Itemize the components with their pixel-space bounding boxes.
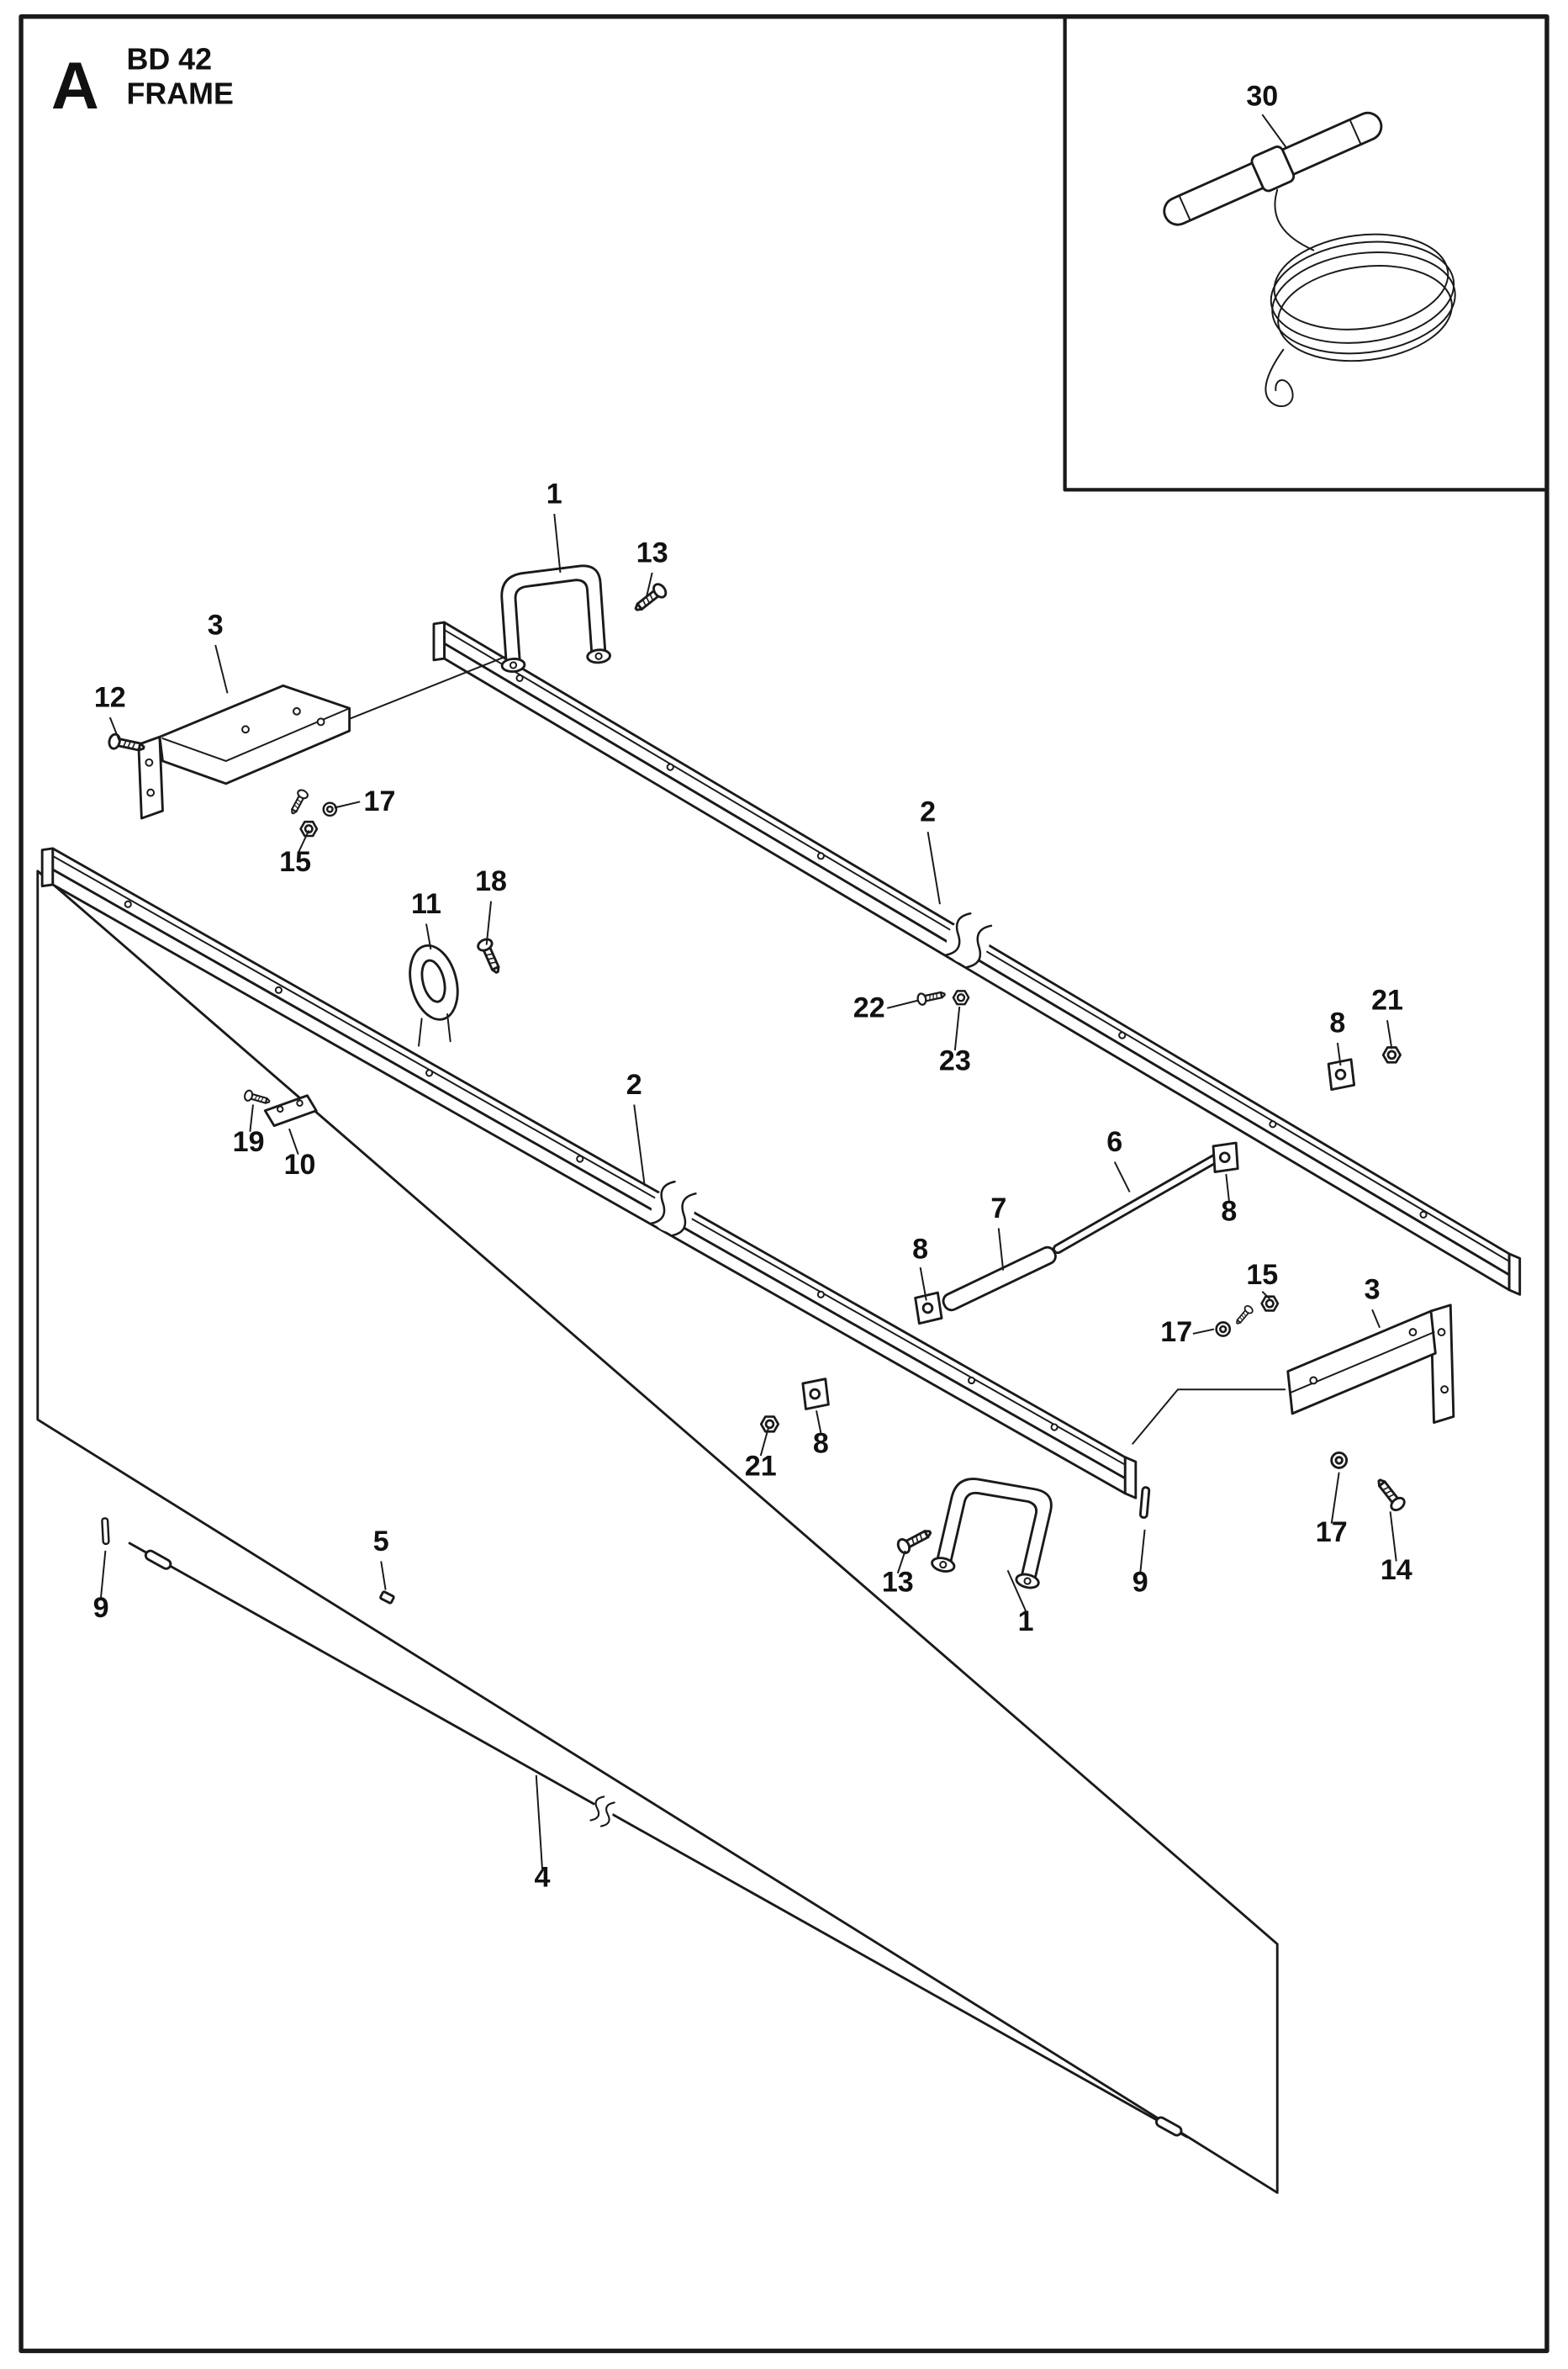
screw-22 (916, 987, 948, 1007)
callout-19: 19 (233, 1126, 265, 1158)
callout-23: 23 (939, 1044, 971, 1076)
tension-cable (128, 1541, 1189, 2139)
handle-bracket-bottom (929, 1468, 1061, 1594)
callout-2-lower: 2 (626, 1069, 642, 1101)
nut-23 (952, 990, 970, 1006)
callout-4: 4 (534, 1862, 550, 1894)
callout-15-left: 15 (279, 846, 311, 878)
callout-6: 6 (1106, 1126, 1122, 1158)
callout-17-right: 17 (1160, 1316, 1192, 1348)
plate-8-mid-left (914, 1291, 943, 1325)
callout-1-bottom: 1 (1018, 1605, 1034, 1637)
model-code: BD 42 (126, 42, 212, 76)
callout-30: 30 (1246, 80, 1278, 112)
mounting-bracket-right (1286, 1303, 1455, 1425)
cable-end-right (1154, 2114, 1185, 2139)
callout-3-left: 3 (208, 609, 224, 641)
screw-right-cluster (1233, 1303, 1255, 1327)
callout-21-lower: 21 (745, 1450, 777, 1482)
callout-7: 7 (990, 1192, 1006, 1224)
nut-15-left (299, 820, 319, 838)
callout-10: 10 (284, 1149, 316, 1181)
callout-9-right: 9 (1132, 1566, 1148, 1598)
page-border (18, 14, 1550, 2354)
inset-box (1063, 14, 1550, 492)
callout-8-mid-left: 8 (912, 1233, 928, 1265)
washer-17-bottom (1330, 1452, 1349, 1469)
plate-8-upper-right (1327, 1058, 1356, 1092)
screw-17-left (287, 787, 310, 817)
cable-clip-5 (379, 1590, 395, 1605)
callout-17-bottom: 17 (1316, 1516, 1348, 1548)
screw-13-top (631, 580, 670, 616)
rail-holes-upper (515, 674, 1428, 1219)
section-letter: A (51, 49, 99, 123)
callout-1-top: 1 (546, 479, 562, 510)
washer-17-left (322, 801, 338, 817)
callout-8-lower: 8 (813, 1427, 829, 1459)
tie-rod-6 (1053, 1152, 1222, 1255)
pin-9-left (101, 1517, 110, 1546)
mounting-bracket-left (137, 684, 351, 820)
callout-8-mid-right: 8 (1221, 1196, 1237, 1228)
callout-18: 18 (475, 865, 507, 897)
header: A BD 42 FRAME (51, 42, 234, 123)
side-panel-outline (36, 870, 1279, 2194)
plate-10 (263, 1094, 318, 1128)
callout-17-left: 17 (364, 785, 396, 817)
screw-18 (475, 936, 505, 976)
frame-rail-lower (40, 847, 1138, 1499)
nut-21-upper (1381, 1046, 1402, 1064)
nut-21-lower (759, 1415, 780, 1433)
rod-sleeve-7 (942, 1245, 1057, 1312)
pull-handle (1163, 111, 1383, 226)
callout-21-upper: 21 (1371, 985, 1403, 1017)
callout-15-right: 15 (1246, 1259, 1278, 1291)
callout-12: 12 (94, 681, 126, 713)
callout-13-top: 13 (636, 537, 668, 568)
callout-14: 14 (1381, 1554, 1412, 1586)
cable-end-left (142, 1547, 174, 1572)
callout-11: 11 (411, 888, 441, 920)
callout-22: 22 (853, 992, 885, 1024)
page-title: FRAME (126, 77, 233, 111)
screw-14 (1372, 1474, 1408, 1514)
callout-2-upper: 2 (920, 796, 936, 828)
screw-19 (242, 1088, 272, 1108)
callout-8-upper-right: 8 (1329, 1007, 1345, 1039)
screw-13-bottom (895, 1524, 935, 1557)
handle-bracket-top (494, 563, 612, 674)
callout-9-left: 9 (93, 1592, 109, 1624)
plate-8-lower (801, 1378, 830, 1410)
bracket-left-connector (348, 653, 514, 720)
leader-lines (100, 114, 1397, 1869)
bracket-right-connector (1132, 1388, 1286, 1445)
callout-13-bottom: 13 (882, 1566, 914, 1598)
plate-8-mid-right (1211, 1140, 1241, 1175)
callout-labels: 30 1 13 3 12 17 15 2 11 18 22 23 8 21 19… (93, 80, 1412, 1893)
callout-5: 5 (373, 1526, 389, 1557)
starter-cord-coil (1264, 188, 1456, 407)
pin-9-right (1138, 1485, 1151, 1520)
rail-holes-lower (124, 900, 1059, 1431)
washer-17-right (1215, 1321, 1232, 1337)
lifting-eye (409, 944, 459, 1047)
callout-3-right: 3 (1365, 1274, 1381, 1306)
frame-rail-upper (432, 621, 1522, 1296)
